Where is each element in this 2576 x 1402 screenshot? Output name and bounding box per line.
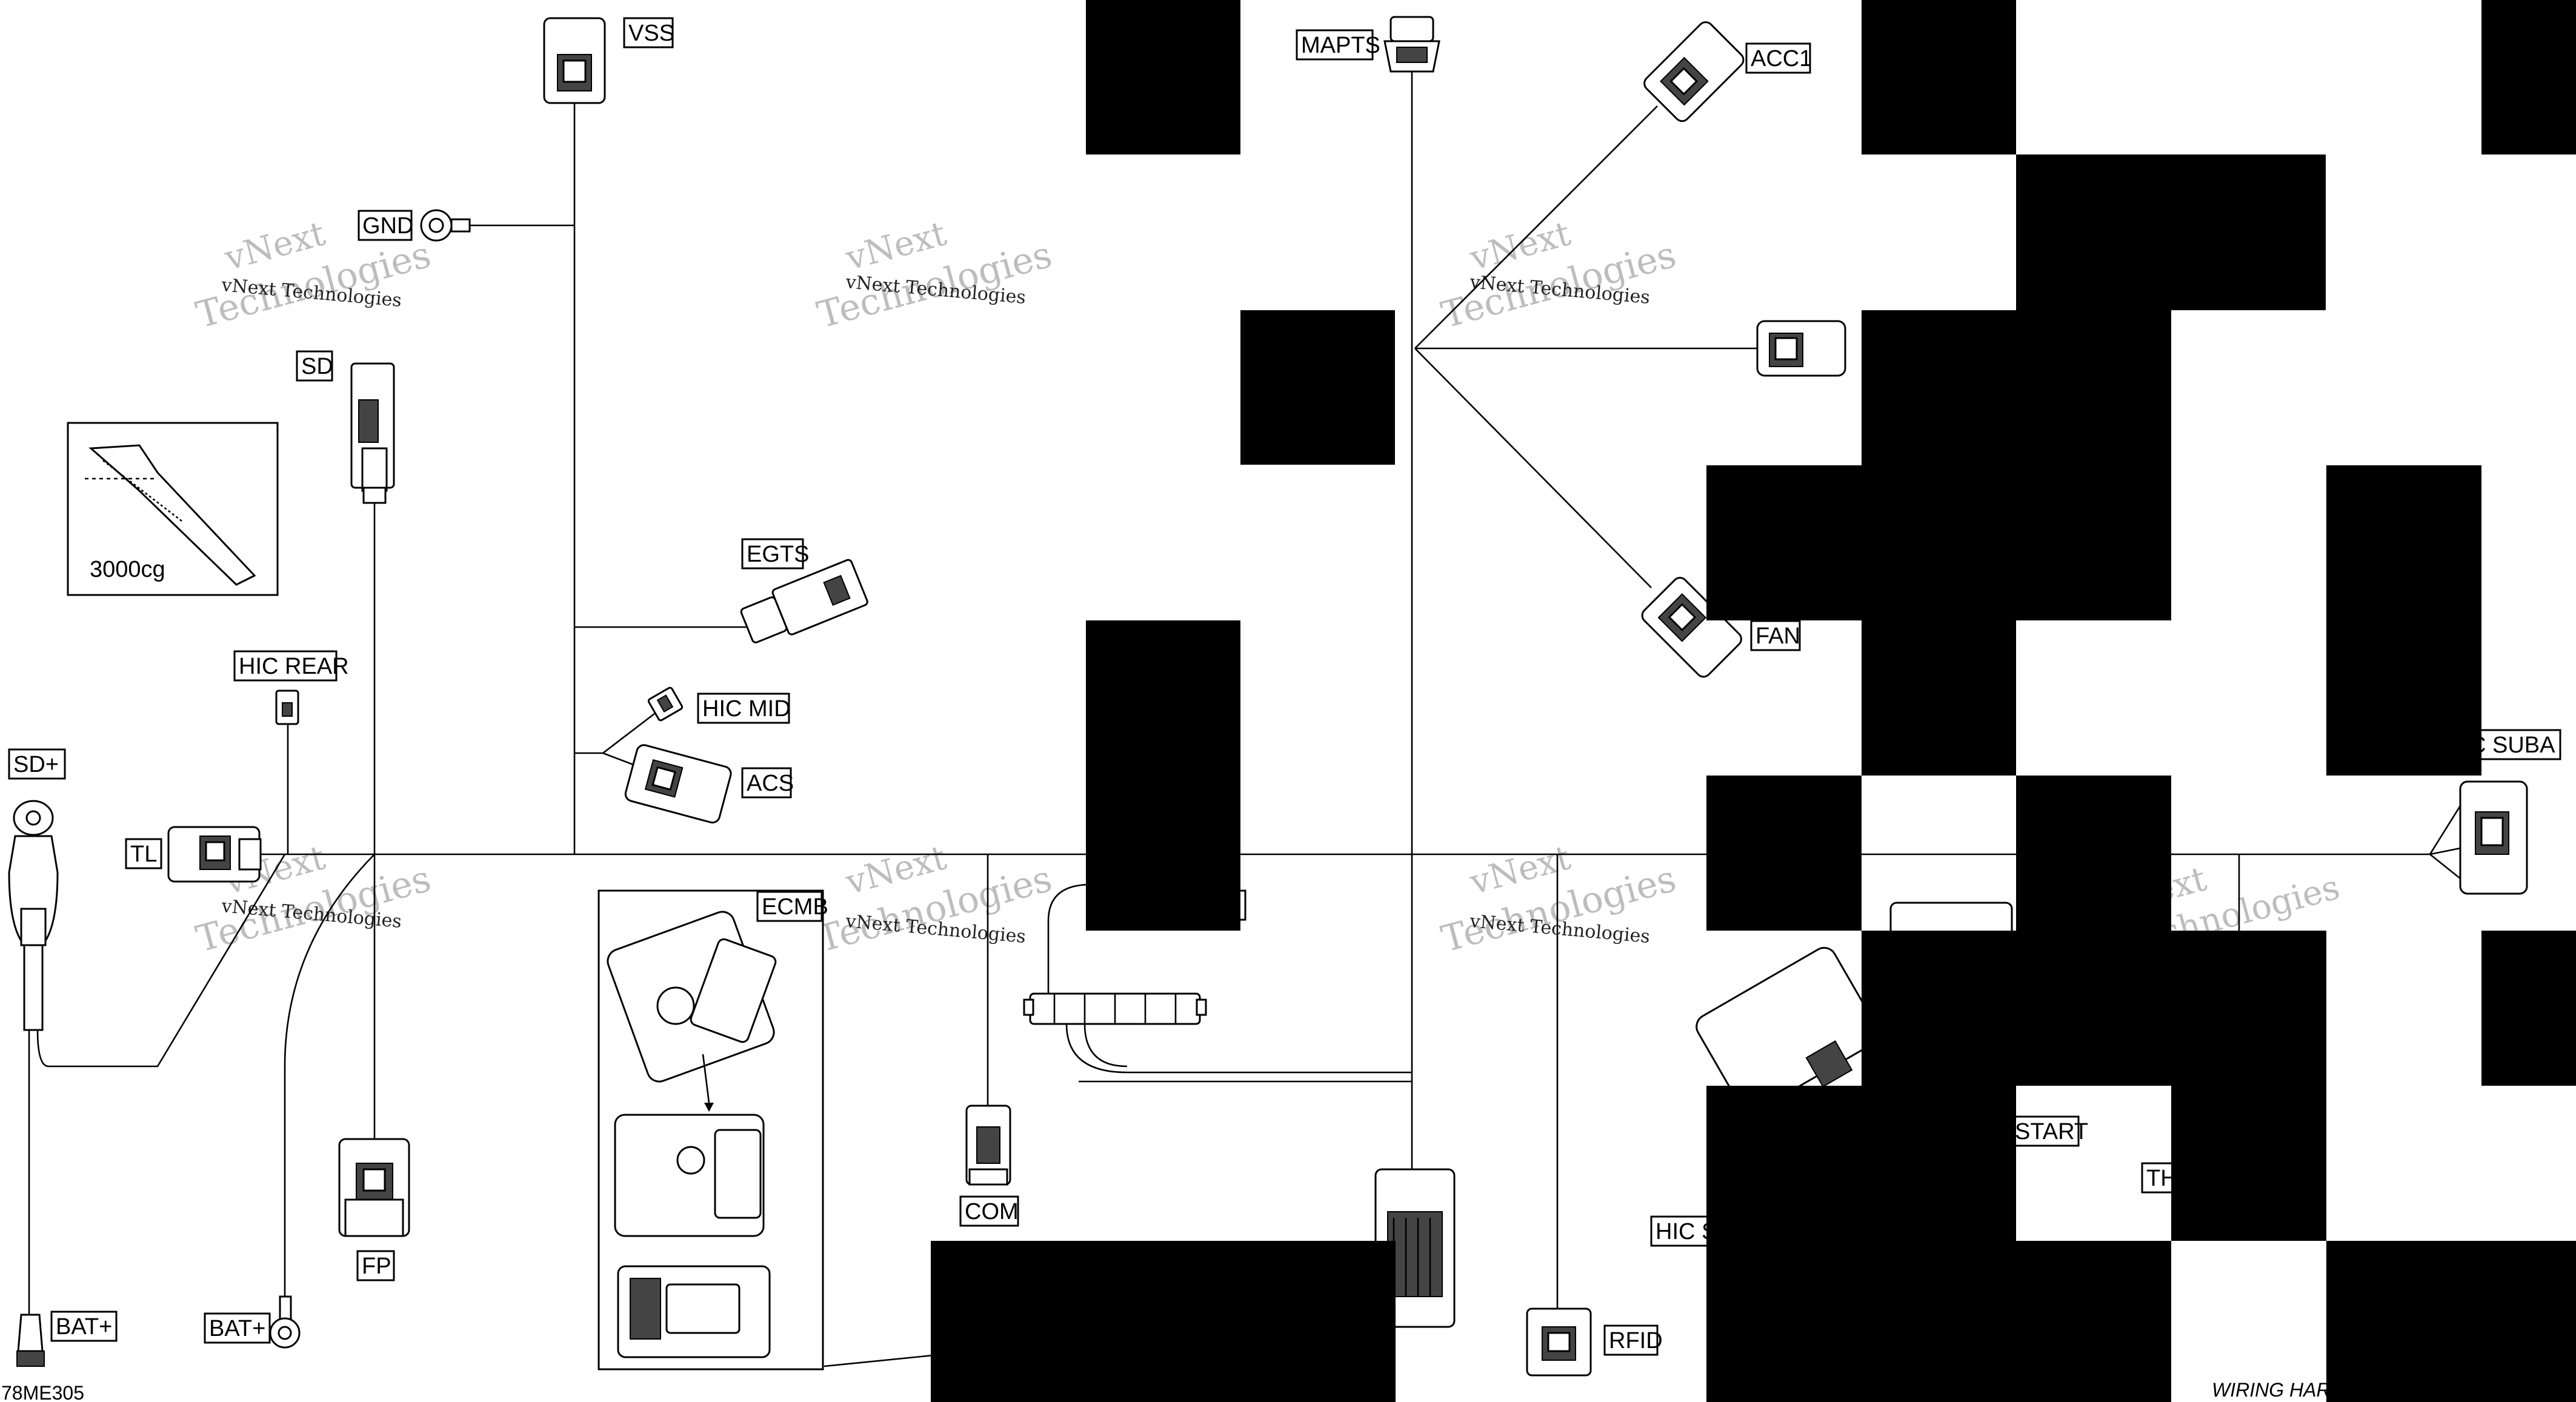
label-acc1: ACC1 [1745, 42, 1812, 74]
gnd-ring-terminal [420, 209, 471, 242]
inset-3000cg: 3000cg [67, 422, 279, 596]
label-rfid: RFID [1603, 1324, 1663, 1356]
central-bundle-connector [1023, 992, 1207, 1025]
hic-mid-wire [602, 713, 655, 754]
label-text: ECMB [762, 894, 828, 920]
mapts-sensor [1383, 16, 1440, 73]
hic-suba-wire-3 [2429, 853, 2461, 880]
label-text: ACC1 [1751, 46, 1812, 71]
rfid-connector [1526, 1307, 1592, 1377]
label-tl: TL [125, 838, 162, 869]
label-com: COM [959, 1195, 1019, 1227]
acs-wire-2 [602, 752, 634, 766]
acc1-wire [1414, 105, 1658, 349]
label-bat-plus-2: BAT+ [204, 1312, 271, 1344]
hic-suba-connector [2459, 780, 2528, 895]
fp-connector [338, 1138, 410, 1237]
label-text: VSS [628, 21, 674, 46]
bat-plus-terminal-2 [269, 1295, 301, 1349]
label-text: TL [130, 842, 157, 867]
acs-connector [624, 744, 732, 824]
label-bat-plus-1: BAT+ [50, 1311, 118, 1342]
label-hic-mid: HIC MID [697, 693, 791, 724]
ecmb-box [597, 889, 824, 1370]
bat-plus-terminal-1 [16, 1314, 45, 1367]
hic-mid-connector [647, 686, 684, 722]
label-ecmb: ECMB [756, 891, 828, 922]
label-fan: FAN [1750, 620, 1801, 651]
label-text: HIC MID [702, 696, 791, 722]
label-text: START [2015, 1119, 2088, 1145]
label-hic-rear: HIC REAR [233, 650, 349, 682]
mid-right-connector [1756, 320, 1846, 377]
vss-connector [543, 17, 606, 104]
label-text: HIC REAR [239, 654, 349, 679]
label-text: C SUBA [2469, 733, 2555, 758]
label-text: SD+ [13, 752, 59, 777]
fan-wire [1414, 348, 1652, 588]
label-start: START [2009, 1115, 2088, 1147]
label-text: FP [362, 1254, 391, 1279]
sd-plus-wire [36, 854, 286, 1068]
ecmb-wire [824, 1353, 946, 1367]
label-text: FAN [1756, 623, 1800, 649]
footer-code: 78ME305 [1, 1382, 84, 1402]
label-vss: VSS [623, 17, 674, 48]
label-mapts: MAPTS [1296, 29, 1380, 61]
label-gnd: GND [358, 210, 413, 241]
label-text: MAPTS [1301, 33, 1380, 58]
label-text: EGTS [747, 542, 809, 567]
label-text: ACS [747, 771, 794, 796]
inset-caption: 3000cg [90, 557, 165, 582]
sd-plus-terminal [8, 800, 59, 1031]
bundle-wire-2 [1065, 1023, 1412, 1074]
acc1-connector [1643, 21, 1745, 122]
label-sd-plus: SD+ [8, 748, 66, 780]
label-text: BAT+ [56, 1314, 112, 1340]
fan-connector [1641, 577, 1742, 678]
redaction-blocks [931, 0, 2576, 1402]
bat-plus-2-wire [284, 854, 375, 1315]
com-connector [965, 1105, 1011, 1186]
hic-rear-connector [275, 689, 299, 725]
label-sd: SD [296, 350, 333, 382]
hic-suba-wire-2 [2429, 847, 2461, 855]
tl-connector [167, 826, 262, 883]
egts-connector [740, 559, 868, 643]
label-text: SD [301, 354, 333, 379]
label-text: COM [965, 1199, 1019, 1224]
bundle-wire [1047, 883, 1091, 994]
sd-connector [350, 362, 395, 504]
hic-suba-wire [2429, 805, 2461, 855]
label-text: GND [362, 213, 413, 239]
label-text: RFID [1609, 1328, 1663, 1354]
label-fp: FP [356, 1250, 395, 1281]
bundle-wire-3 [1083, 1023, 1128, 1068]
label-text: BAT+ [209, 1316, 265, 1341]
label-acs: ACS [741, 767, 794, 799]
label-egts: EGTS [741, 538, 809, 570]
